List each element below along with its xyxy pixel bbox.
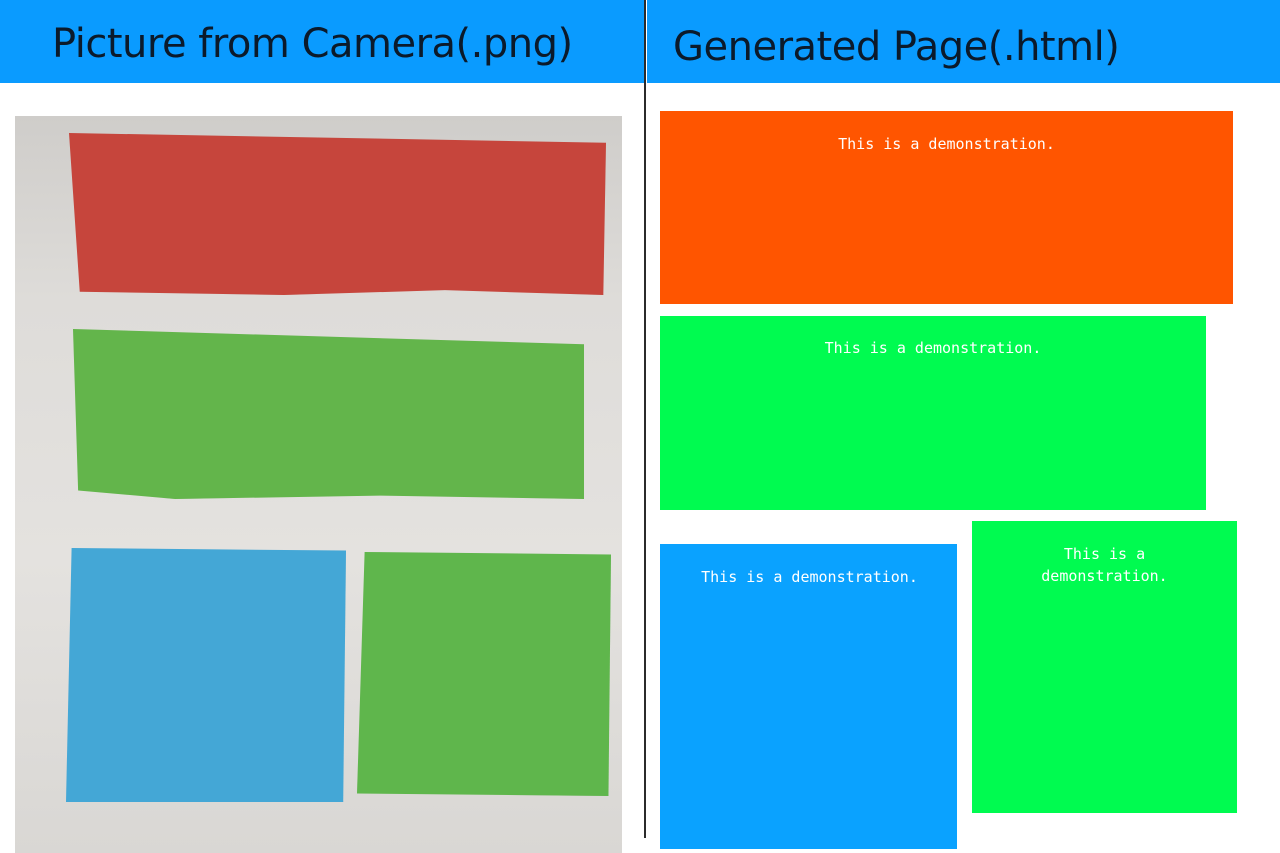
blue-block: This is a demonstration.	[660, 544, 957, 849]
block-text: This is a demonstration.	[701, 568, 918, 586]
right-header: Generated Page(.html)	[647, 0, 1280, 83]
green-block-wide: This is a demonstration.	[660, 316, 1206, 510]
block-text: This is a demonstration.	[824, 339, 1042, 357]
red-paper	[69, 133, 606, 295]
center-divider	[644, 0, 646, 838]
camera-photo	[15, 116, 622, 853]
block-text: This is a demonstration.	[838, 135, 1055, 153]
block-text: This is a demonstration.	[1041, 545, 1168, 585]
left-header-title: Picture from Camera(.png)	[52, 20, 573, 67]
left-header: Picture from Camera(.png)	[0, 0, 645, 83]
green-paper-small	[357, 552, 611, 796]
blue-paper	[66, 548, 346, 802]
green-block-small: This is a demonstration.	[972, 521, 1237, 813]
right-header-title: Generated Page(.html)	[673, 23, 1120, 70]
green-paper-wide	[73, 329, 584, 499]
orange-block: This is a demonstration.	[660, 111, 1233, 304]
